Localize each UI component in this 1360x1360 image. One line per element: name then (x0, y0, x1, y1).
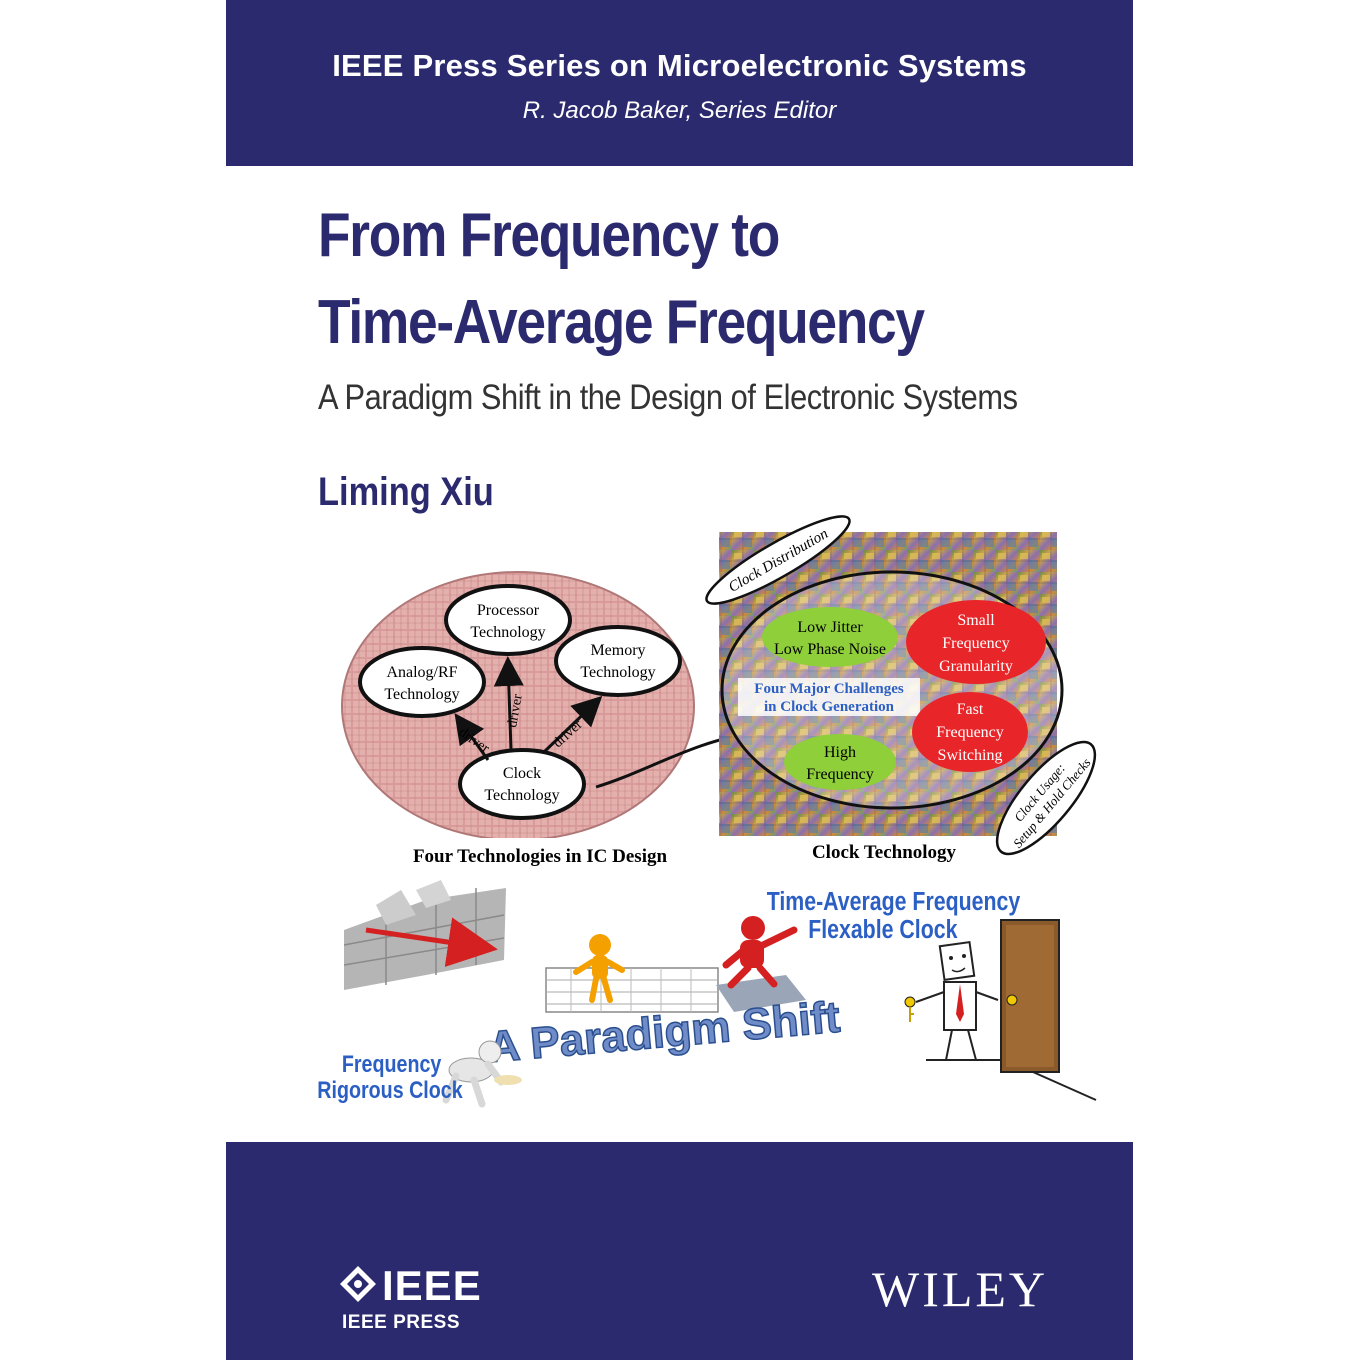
caption-four-technologies: Four Technologies in IC Design (413, 846, 668, 867)
book-title-line-2: Time-Average Frequency (318, 288, 925, 357)
node-analog-l1: Analog/RF (386, 664, 457, 681)
figure-four-technologies: Processor Technology Memory Technology A… (336, 571, 760, 867)
red-figure-illustration (716, 916, 806, 1012)
node-clock-l2: Technology (484, 787, 559, 804)
publisher-band: IEEE IEEE PRESS WILEY (226, 1142, 1133, 1360)
bubble-small-frequency (906, 600, 1046, 684)
fast-freq-l1: Fast (957, 701, 984, 718)
book-title-line-1: From Frequency to (318, 201, 780, 270)
arrow-to-analog (454, 713, 490, 761)
small-freq-l1: Small (957, 612, 995, 629)
high-freq-l1: High (824, 744, 856, 761)
frequency-label-l2: Rigorous Clock (317, 1076, 463, 1103)
figure-clock-technology: Low Jitter Low Phase Noise Small Frequen… (705, 515, 1097, 863)
bubble-fast-frequency (912, 692, 1028, 772)
node-processor-l2: Technology (470, 624, 545, 641)
center-label-box (738, 678, 920, 716)
small-freq-l3: Granularity (939, 658, 1013, 675)
low-jitter-l2: Low Phase Noise (774, 641, 886, 658)
wiley-logo: WILEY (872, 1261, 1049, 1317)
node-processor (444, 584, 572, 656)
broken-wall-illustration (343, 880, 506, 990)
series-band: IEEE Press Series on Microelectronic Sys… (226, 0, 1133, 166)
taf-label-l1: Time-Average Frequency (767, 887, 1021, 917)
arrow-to-memory (542, 695, 603, 754)
book-cover: IEEE Press Series on Microelectronic Sys… (226, 0, 1133, 1360)
ieee-diamond-icon (340, 1266, 376, 1302)
node-clock (458, 748, 586, 820)
bubble-low-jitter (762, 607, 898, 667)
figure-paradigm-shift: A Paradigm Shift Time-Average Frequency … (317, 880, 1097, 1108)
center-label-l1: Four Major Challenges (754, 681, 904, 697)
book-subtitle: A Paradigm Shift in the Design of Electr… (318, 378, 1018, 417)
caption-clock-technology: Clock Technology (812, 842, 957, 863)
center-label-l2: in Clock Generation (764, 699, 895, 715)
node-processor-l1: Processor (477, 602, 540, 619)
node-analog-rf (358, 646, 486, 718)
low-jitter-l1: Low Jitter (797, 619, 863, 636)
high-freq-l2: Frequency (806, 766, 874, 783)
cover-artwork: Processor Technology Memory Technology A… (317, 515, 1097, 1108)
crouching-figure-illustration (442, 1040, 522, 1108)
fast-freq-l3: Switching (938, 747, 1003, 764)
node-memory-l1: Memory (590, 642, 645, 659)
ieee-press-label: IEEE PRESS (342, 1312, 460, 1333)
taf-label-l2: Flexable Clock (808, 915, 958, 945)
ieee-wordmark: IEEE (382, 1262, 482, 1309)
book-author: Liming Xiu (318, 470, 494, 514)
node-clock-l1: Clock (503, 765, 541, 782)
series-editor: R. Jacob Baker, Series Editor (522, 97, 837, 124)
small-freq-l2: Frequency (942, 635, 1010, 652)
node-memory-l2: Technology (580, 664, 655, 681)
arrow-to-processor (493, 656, 524, 751)
frequency-label-l1: Frequency (342, 1050, 442, 1077)
series-title: IEEE Press Series on Microelectronic Sys… (332, 48, 1027, 83)
driver-label-1: driver (505, 693, 526, 729)
node-analog-l2: Technology (384, 686, 459, 703)
bubble-high-frequency (784, 734, 896, 790)
fast-freq-l2: Frequency (936, 724, 1004, 741)
brick-wall-illustration (545, 934, 719, 1013)
node-memory (554, 625, 682, 697)
door-man-illustration (904, 919, 1097, 1101)
